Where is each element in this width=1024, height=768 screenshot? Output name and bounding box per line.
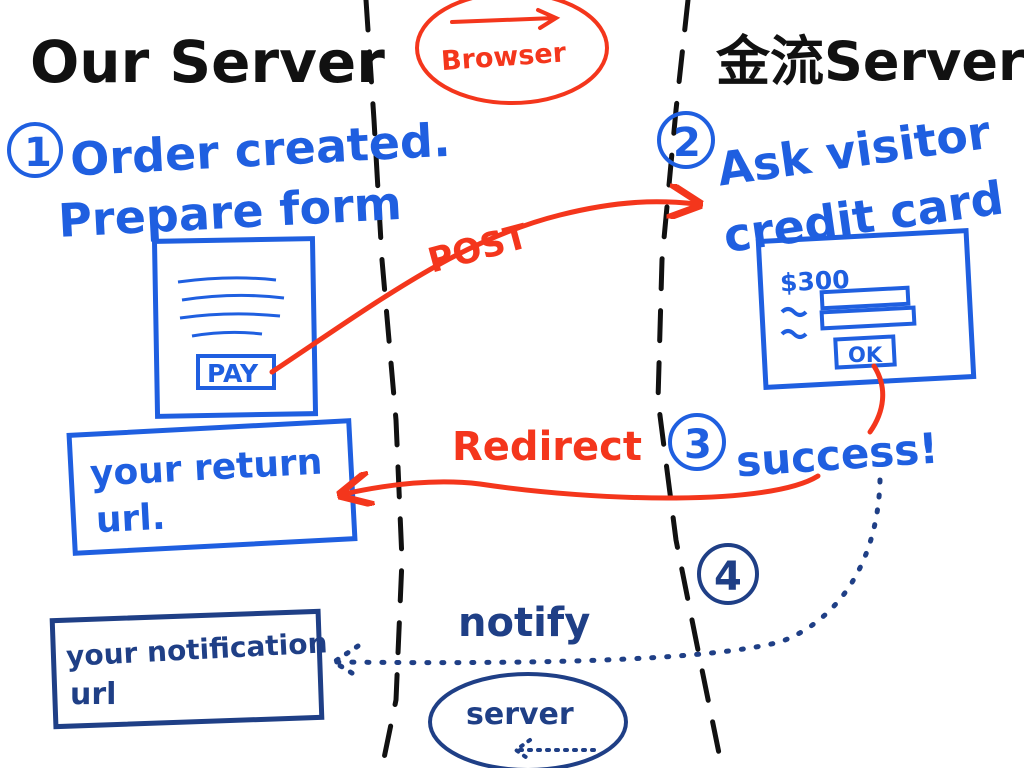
server-dotted-arrow: [512, 738, 596, 762]
lane-divider-right: [655, 0, 725, 768]
ok-button: [833, 334, 897, 370]
step1-title-line2: Prepare form: [57, 176, 403, 248]
post-arrow: [269, 202, 696, 375]
step1-circle: [7, 122, 63, 178]
notify-label: notify: [458, 600, 590, 646]
ok-to-success-line: [867, 363, 886, 435]
notify-arrow: [333, 477, 883, 666]
lane-divider-left: [363, 0, 405, 768]
ok-button-label: OK: [848, 343, 883, 367]
step3-circle: [668, 413, 726, 471]
form-line-4: [191, 330, 263, 338]
step4-number: 4: [714, 554, 742, 600]
form-line-1: [177, 276, 277, 284]
pay-button-label: PAY: [207, 359, 259, 388]
header-browser: Browser: [440, 37, 568, 77]
step2-number: 2: [673, 120, 701, 166]
notification-url-box: [49, 608, 325, 730]
return-url-line1: your return: [89, 442, 323, 495]
card-input-2: [819, 305, 917, 331]
browser-bubble: [415, 0, 609, 105]
notification-url-line2: url: [70, 677, 116, 712]
return-url-line2: url.: [95, 497, 166, 542]
header-our-server: Our Server: [30, 28, 385, 96]
browser-arrow-icon: [450, 8, 561, 30]
order-form: [151, 236, 319, 419]
step3-success-text: success!: [735, 424, 940, 487]
server-bubble: [428, 672, 628, 768]
header-gateway-server: 金流Server: [715, 30, 1024, 93]
notify-arrowhead: [329, 643, 363, 681]
credit-card-form: [755, 228, 977, 390]
form-line-3: [179, 312, 281, 320]
post-label: POST: [424, 216, 533, 281]
server-label: server: [466, 697, 574, 732]
step4-circle: [697, 543, 759, 605]
card-tilde-2: [780, 329, 808, 339]
step1-number: 1: [24, 130, 52, 176]
card-input-1: [819, 285, 911, 311]
step2-circle: [657, 111, 715, 169]
redirect-label: Redirect: [452, 424, 642, 470]
form-line-2: [181, 293, 285, 302]
notification-url-line1: your notification: [65, 626, 328, 673]
card-tilde-1: [780, 307, 808, 317]
step3-number: 3: [684, 422, 712, 468]
redirect-arrow: [344, 476, 821, 498]
